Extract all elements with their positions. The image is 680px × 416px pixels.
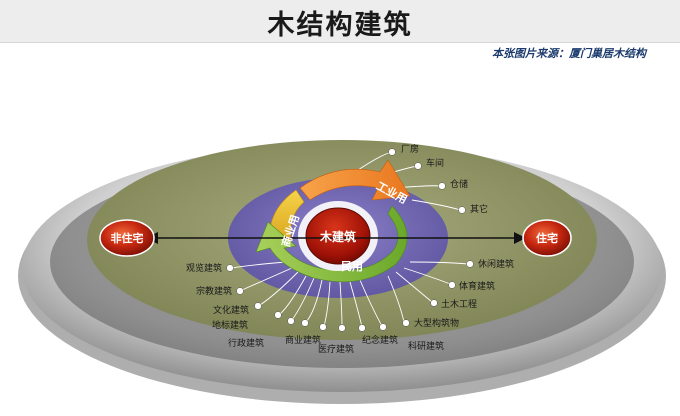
bottom-item-label: 行政建筑	[228, 337, 264, 349]
bottom-item-label: 地标建筑	[212, 319, 248, 331]
civil-label: 民用	[341, 260, 363, 273]
header-bar: 木结构建筑	[0, 0, 680, 43]
left-node-label: 非住宅	[111, 231, 144, 245]
bottom-item-label: 医疗建筑	[318, 343, 354, 355]
connector-dots	[226, 148, 474, 332]
industrial-item-label: 车间	[426, 157, 444, 169]
industrial-segment	[299, 159, 411, 201]
bottom-item-label: 纪念建筑	[362, 334, 398, 346]
civil-item-label: 土木工程	[441, 298, 477, 310]
right-node-label: 住宅	[536, 231, 558, 245]
bottom-item-label: 商业建筑	[285, 334, 321, 346]
civil-item-label: 体育建筑	[459, 280, 495, 292]
civil-segment	[255, 205, 408, 283]
bottom-item-label: 文化建筑	[213, 304, 249, 316]
image-source-note: 本张图片来源：厦门巢居木结构	[492, 47, 646, 60]
center-node	[305, 207, 371, 265]
bottom-item-label: 观览建筑	[186, 262, 222, 274]
center-label: 木建筑	[319, 229, 356, 244]
industrial-item-label: 其它	[470, 203, 488, 215]
right-node	[522, 219, 572, 257]
left-node	[99, 219, 155, 257]
axis-arrow-right	[514, 232, 526, 244]
civil-item-label: 休闲建筑	[478, 258, 514, 270]
bottom-item-label: 科研建筑	[408, 340, 444, 352]
industrial-item-label: 厂房	[401, 143, 419, 155]
page-title: 木结构建筑	[267, 10, 413, 41]
industrial-item-label: 仓储	[450, 178, 468, 190]
civil-item-label: 大型构筑物	[414, 317, 459, 329]
bottom-item-label: 宗教建筑	[196, 285, 232, 297]
